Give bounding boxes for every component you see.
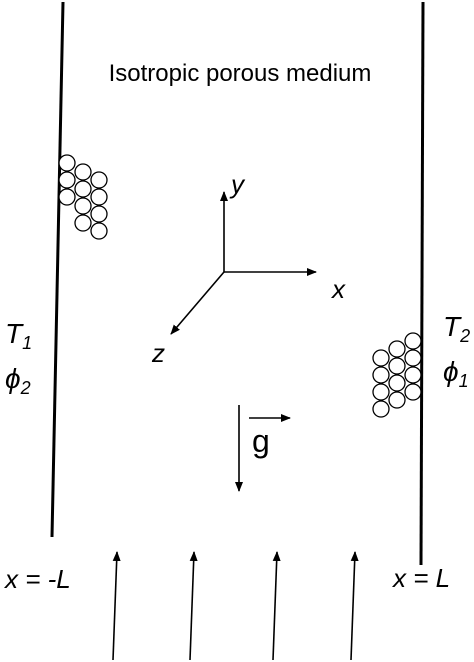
right-temperature-label: T2: [443, 311, 470, 346]
left-concentration-label: ϕ2: [5, 363, 31, 398]
particle-cluster-left: [58, 154, 108, 240]
inflow-arrow-4: [350, 551, 359, 661]
inflow-arrow-1: [112, 551, 121, 661]
inflow-arrow-3: [272, 551, 281, 661]
left-position-label: x = -L: [3, 564, 71, 594]
x-axis-label: x: [330, 274, 346, 304]
gravity-label: g: [252, 423, 270, 459]
right-wall: [419, 1, 425, 566]
y-axis-label: y: [229, 169, 246, 199]
z-axis-arrow: [170, 271, 225, 335]
right-concentration-label: ϕ1: [443, 356, 469, 391]
z-axis-label: z: [151, 338, 165, 368]
left-temperature-label: T1: [5, 318, 32, 353]
left-wall: [50, 1, 65, 538]
medium-title: Isotropic porous medium: [109, 60, 372, 87]
particle-cluster-right: [372, 332, 422, 418]
inflow-arrow-2: [189, 551, 198, 661]
right-position-label: x = L: [391, 563, 450, 593]
